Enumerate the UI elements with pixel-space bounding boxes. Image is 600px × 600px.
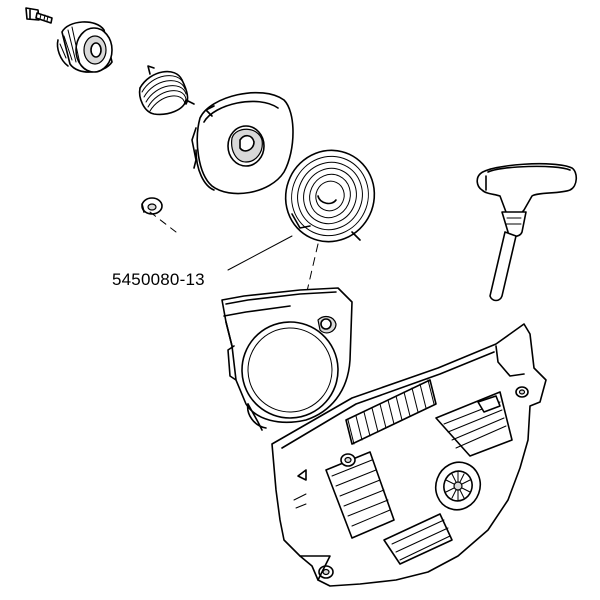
pulley-icon (56, 21, 113, 73)
cover-icon (271, 323, 547, 587)
spring-icon (138, 65, 195, 116)
washer-icon (141, 197, 163, 215)
housing-icon (221, 287, 353, 431)
drum-icon (191, 91, 294, 195)
part-number-label: 5450080-13 (112, 270, 205, 289)
screw-icon (25, 7, 53, 24)
recoil-spring-icon (284, 149, 376, 243)
handle-icon (476, 162, 578, 302)
